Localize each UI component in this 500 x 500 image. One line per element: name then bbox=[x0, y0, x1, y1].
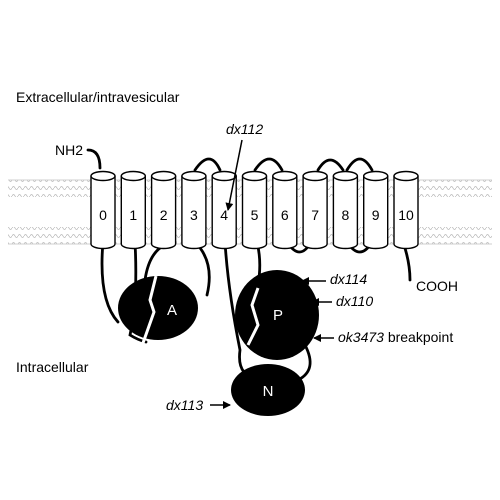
helix-6-cap bbox=[272, 170, 298, 182]
n-terminus-label: NH2 bbox=[55, 142, 83, 158]
mutation-dx113-label: dx113 bbox=[166, 397, 203, 413]
helix-10-cap bbox=[393, 170, 419, 182]
helix-3-label: 3 bbox=[190, 207, 198, 223]
helix-1: 1 bbox=[120, 170, 147, 250]
helix-9-body bbox=[363, 176, 389, 250]
domain-p-group: P bbox=[235, 270, 319, 360]
helix-8-label: 8 bbox=[342, 207, 350, 223]
helix-10-label: 10 bbox=[398, 207, 414, 223]
helix-7-body bbox=[302, 176, 328, 250]
helix-7-cap bbox=[302, 170, 328, 182]
helix-2: 2 bbox=[150, 170, 177, 250]
domain-n bbox=[231, 364, 305, 416]
helix-8-body bbox=[332, 176, 359, 250]
helix-1-label: 1 bbox=[129, 207, 137, 223]
helix-2-body bbox=[150, 176, 177, 250]
helix-5-label: 5 bbox=[251, 207, 259, 223]
mutation-ok3473-name: ok3473 bbox=[338, 329, 384, 345]
helix-2-cap bbox=[150, 170, 177, 182]
mutation-annotations: dx112 dx114 dx110 ok3473 breakpoint dx11… bbox=[166, 121, 453, 413]
mutation-dx114-label: dx114 bbox=[330, 271, 367, 287]
helix-7-label: 7 bbox=[311, 207, 319, 223]
domain-p-label: P bbox=[273, 307, 283, 324]
mutation-ok3473-suffix: breakpoint bbox=[384, 329, 453, 345]
extracellular-label: Extracellular/intravesicular bbox=[16, 89, 180, 105]
helix-6-body bbox=[272, 176, 298, 250]
helix-4-body bbox=[211, 176, 237, 250]
c-terminus-label: COOH bbox=[416, 278, 458, 294]
helix-9: 9 bbox=[363, 170, 389, 250]
helix-10-body bbox=[393, 176, 419, 250]
helix-0-cap bbox=[90, 170, 116, 182]
helix-0-body bbox=[90, 176, 116, 250]
mutation-dx112-arrow bbox=[225, 139, 243, 211]
helix-5-cap bbox=[241, 170, 268, 182]
helix-3-cap bbox=[181, 170, 207, 182]
helix-4-label: 4 bbox=[220, 207, 228, 223]
helix-3: 3 bbox=[181, 170, 207, 250]
helix-2-label: 2 bbox=[160, 207, 168, 223]
helix-7: 7 bbox=[302, 170, 328, 250]
helix-9-label: 9 bbox=[372, 207, 380, 223]
helix-0-label: 0 bbox=[99, 207, 107, 223]
helix-10: 10 bbox=[393, 170, 419, 250]
helix-5: 5 bbox=[241, 170, 268, 250]
helix-8: 8 bbox=[332, 170, 359, 250]
domain-n-label: N bbox=[263, 383, 274, 400]
helix-8-cap bbox=[332, 170, 359, 182]
helix-6: 6 bbox=[272, 170, 298, 250]
domain-a-label: A bbox=[167, 302, 177, 319]
helix-0: 0 bbox=[90, 170, 116, 250]
transmembrane-helices: 0 1 2 3 4 5 6 7 8 9 10 bbox=[90, 170, 419, 250]
mutation-dx112-label: dx112 bbox=[226, 121, 263, 137]
domain-n-group: N bbox=[231, 364, 305, 416]
mutation-ok3473-label: ok3473 breakpoint bbox=[338, 329, 453, 345]
helix-4-cap bbox=[211, 170, 237, 182]
helix-6-label: 6 bbox=[281, 207, 289, 223]
intracellular-label: Intracellular bbox=[16, 359, 89, 375]
helix-3-body bbox=[181, 176, 207, 250]
mutation-dx110-label: dx110 bbox=[336, 293, 373, 309]
helix-9-cap bbox=[363, 170, 389, 182]
helix-1-cap bbox=[120, 170, 147, 182]
domain-a bbox=[118, 276, 198, 340]
domain-a-group: A bbox=[118, 275, 198, 344]
helix-5-body bbox=[241, 176, 268, 250]
helix-1-body bbox=[120, 176, 146, 250]
helix-4: 4 bbox=[211, 170, 237, 250]
